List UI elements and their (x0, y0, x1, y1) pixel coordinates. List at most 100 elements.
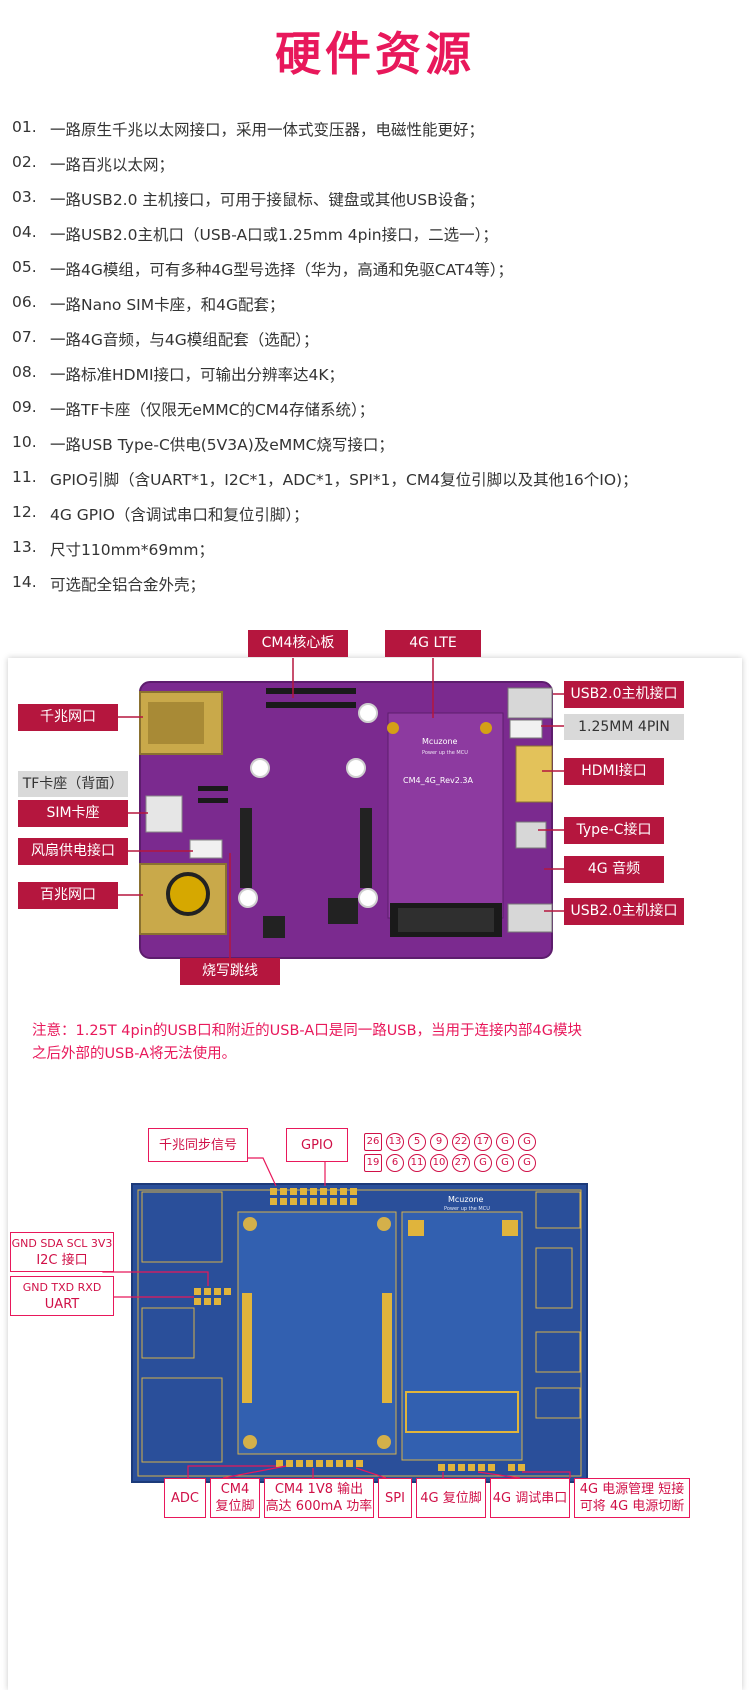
gpio-pin-label: 13 (386, 1133, 404, 1151)
feature-item: 06. 一路Nano SIM卡座，和4G配套； (12, 293, 742, 328)
gpio-pin-label: 9 (430, 1133, 448, 1151)
cm4-connector (360, 808, 372, 888)
label-i2c: GND SDA SCL 3V3 I2C 接口 (10, 1232, 114, 1272)
feature-text: 一路USB2.0 主机接口，可用于接鼠标、键盘或其他USB设备； (50, 191, 485, 209)
label-cm4-1v8: CM4 1V8 输出 高达 600mA 功率 (264, 1478, 374, 1518)
feature-number: 04. (12, 223, 37, 241)
feature-item: 07.一路4G音频，与4G模组配套（选配）； (12, 328, 742, 363)
lte-footprint (401, 1211, 523, 1461)
mount-hole (358, 888, 378, 908)
gpio-pin-label: 5 (408, 1133, 426, 1151)
label-jumper: 烧写跳线 (180, 958, 280, 985)
feature-number: 05. (12, 258, 37, 276)
cm4-footprint (237, 1211, 397, 1455)
label-4g-power: 4G 电源管理 短接 可将 4G 电源切断 (574, 1478, 690, 1518)
label-usb-host-top: USB2.0主机接口 (564, 681, 684, 708)
board-photo: Mcuzone Power up the MCU CM4_4G_Rev2.3A (118, 658, 564, 959)
label-typec: Type-C接口 (564, 817, 664, 844)
pcb-brand: Mcuzone (448, 1195, 484, 1204)
label-gigabit-sync: 千兆同步信号 (148, 1128, 248, 1162)
feature-number: 14. (12, 573, 37, 591)
gpio-pin-label: 11 (408, 1154, 426, 1172)
feature-text: 可选配全铝合金外壳； (50, 576, 206, 594)
label-4g-audio: 4G 音频 (564, 856, 664, 883)
feature-item: 08. 一路标准HDMI接口，可输出分辨率达4K； (12, 363, 742, 398)
pcb-slogan: Power up the MCU (444, 1206, 490, 1212)
typec-port (515, 821, 547, 849)
lte-module-area (387, 712, 504, 919)
label-cm4-reset: CM4 复位脚 (210, 1478, 260, 1518)
feature-number: 13. (12, 538, 37, 556)
feature-item: 09. 一路TF卡座（仅限无eMMC的CM4存储系统）； (12, 398, 742, 433)
feature-text: 一路标准HDMI接口，可输出分辨率达4K； (50, 366, 345, 384)
gpio-pin-label: G (496, 1154, 514, 1172)
feature-item: 12.4G GPIO（含调试串口和复位引脚）； (12, 503, 742, 538)
i2c-pin-names: GND SDA SCL 3V3 (11, 1237, 113, 1250)
feature-list: 01. 一路原生千兆以太网接口，采用一体式变压器，电磁性能更好； 02. 一路百兆以太… (12, 118, 742, 608)
feature-text: 一路USB Type-C供电(5V3A)及eMMC烧写接口； (50, 436, 394, 454)
usb-note: 注意：1.25T 4pin的USB口和附近的USB-A口是同一路USB，当用于连… (32, 1020, 732, 1066)
tf-slot (145, 795, 183, 833)
feature-text: 一路4G音频，与4G模组配套（选配）； (50, 331, 319, 349)
gpio-pin-label: 19 (364, 1154, 382, 1172)
feature-text: GPIO引脚（含UART*1，I2C*1，ADC*1，SPI*1，CM4复位引脚… (50, 471, 638, 489)
silk-slogan: Power up the MCU (422, 750, 468, 756)
feature-number: 11. (12, 468, 37, 486)
gpio-pin-label: 10 (430, 1154, 448, 1172)
feature-item: 02. 一路百兆以太网； (12, 153, 742, 188)
feature-item: 13. 尺寸110mm*69mm； (12, 538, 742, 573)
usb-a-top (507, 687, 553, 719)
gpio-pin-label: G (474, 1154, 492, 1172)
feature-number: 10. (12, 433, 37, 451)
label-adc: ADC (164, 1478, 206, 1518)
board-panel: Mcuzone Power up the MCU CM4_4G_Rev2.3A (8, 630, 742, 1690)
gpio-pin-label: 22 (452, 1133, 470, 1151)
silk-brand: Mcuzone (422, 737, 458, 746)
mount-hole (358, 703, 378, 723)
mount-hole (238, 888, 258, 908)
mount-hole (250, 758, 270, 778)
label-4g-debug: 4G 调试串口 (490, 1478, 570, 1518)
gpio-pin-label: 17 (474, 1133, 492, 1151)
label-cm4-core: CM4核心板 (248, 630, 348, 657)
feature-text: 尺寸110mm*69mm； (50, 541, 214, 559)
label-gpio: GPIO (286, 1128, 348, 1162)
feature-text: 一路百兆以太网； (50, 156, 175, 174)
mount-hole (346, 758, 366, 778)
feature-text: 一路4G模组，可有多种4G型号选择（华为，高通和免驱CAT4等）； (50, 261, 514, 279)
page-title: 硬件资源 (275, 27, 475, 81)
label-spi: SPI (378, 1478, 412, 1518)
pcb-layout: Mcuzone Power up the MCU (100, 1157, 588, 1483)
gpio-pin-label: 27 (452, 1154, 470, 1172)
label-fast-eth: 百兆网口 (18, 882, 118, 909)
feature-number: 03. (12, 188, 37, 206)
usb-a-bottom (507, 903, 553, 933)
gpio-pin-label: 6 (386, 1154, 404, 1172)
label-hdmi: HDMI接口 (564, 758, 664, 785)
gpio-pin-label: G (496, 1133, 514, 1151)
gpio-pin-label: 26 (364, 1133, 382, 1151)
note-line-1: 注意：1.25T 4pin的USB口和附近的USB-A口是同一路USB，当用于连… (32, 1023, 582, 1039)
feature-number: 06. (12, 293, 37, 311)
feature-text: 一路原生千兆以太网接口，采用一体式变压器，电磁性能更好； (50, 121, 485, 139)
feature-item: 14. 可选配全铝合金外壳； (12, 573, 742, 608)
feature-number: 02. (12, 153, 37, 171)
label-gigabit-port: 千兆网口 (18, 704, 118, 731)
feature-text: 一路Nano SIM卡座，和4G配套； (50, 296, 285, 314)
gpio-pin-label: G (518, 1154, 536, 1172)
feature-number: 09. (12, 398, 37, 416)
label-fan-header: 风扇供电接口 (18, 838, 128, 865)
feature-number: 08. (12, 363, 37, 381)
feature-number: 12. (12, 503, 37, 521)
cm4-connector (240, 808, 252, 888)
feature-item: 01. 一路原生千兆以太网接口，采用一体式变压器，电磁性能更好； (12, 118, 742, 153)
uart-pin-names: GND TXD RXD (22, 1281, 102, 1294)
feature-text: 一路TF卡座（仅限无eMMC的CM4存储系统）； (50, 401, 375, 419)
feature-number: 01. (12, 118, 37, 136)
label-1-25mm-4pin: 1.25MM 4PIN (564, 714, 684, 740)
gpio-pin-label: G (518, 1133, 536, 1151)
pin4-connector (509, 719, 543, 739)
label-4g-lte: 4G LTE (385, 630, 481, 657)
